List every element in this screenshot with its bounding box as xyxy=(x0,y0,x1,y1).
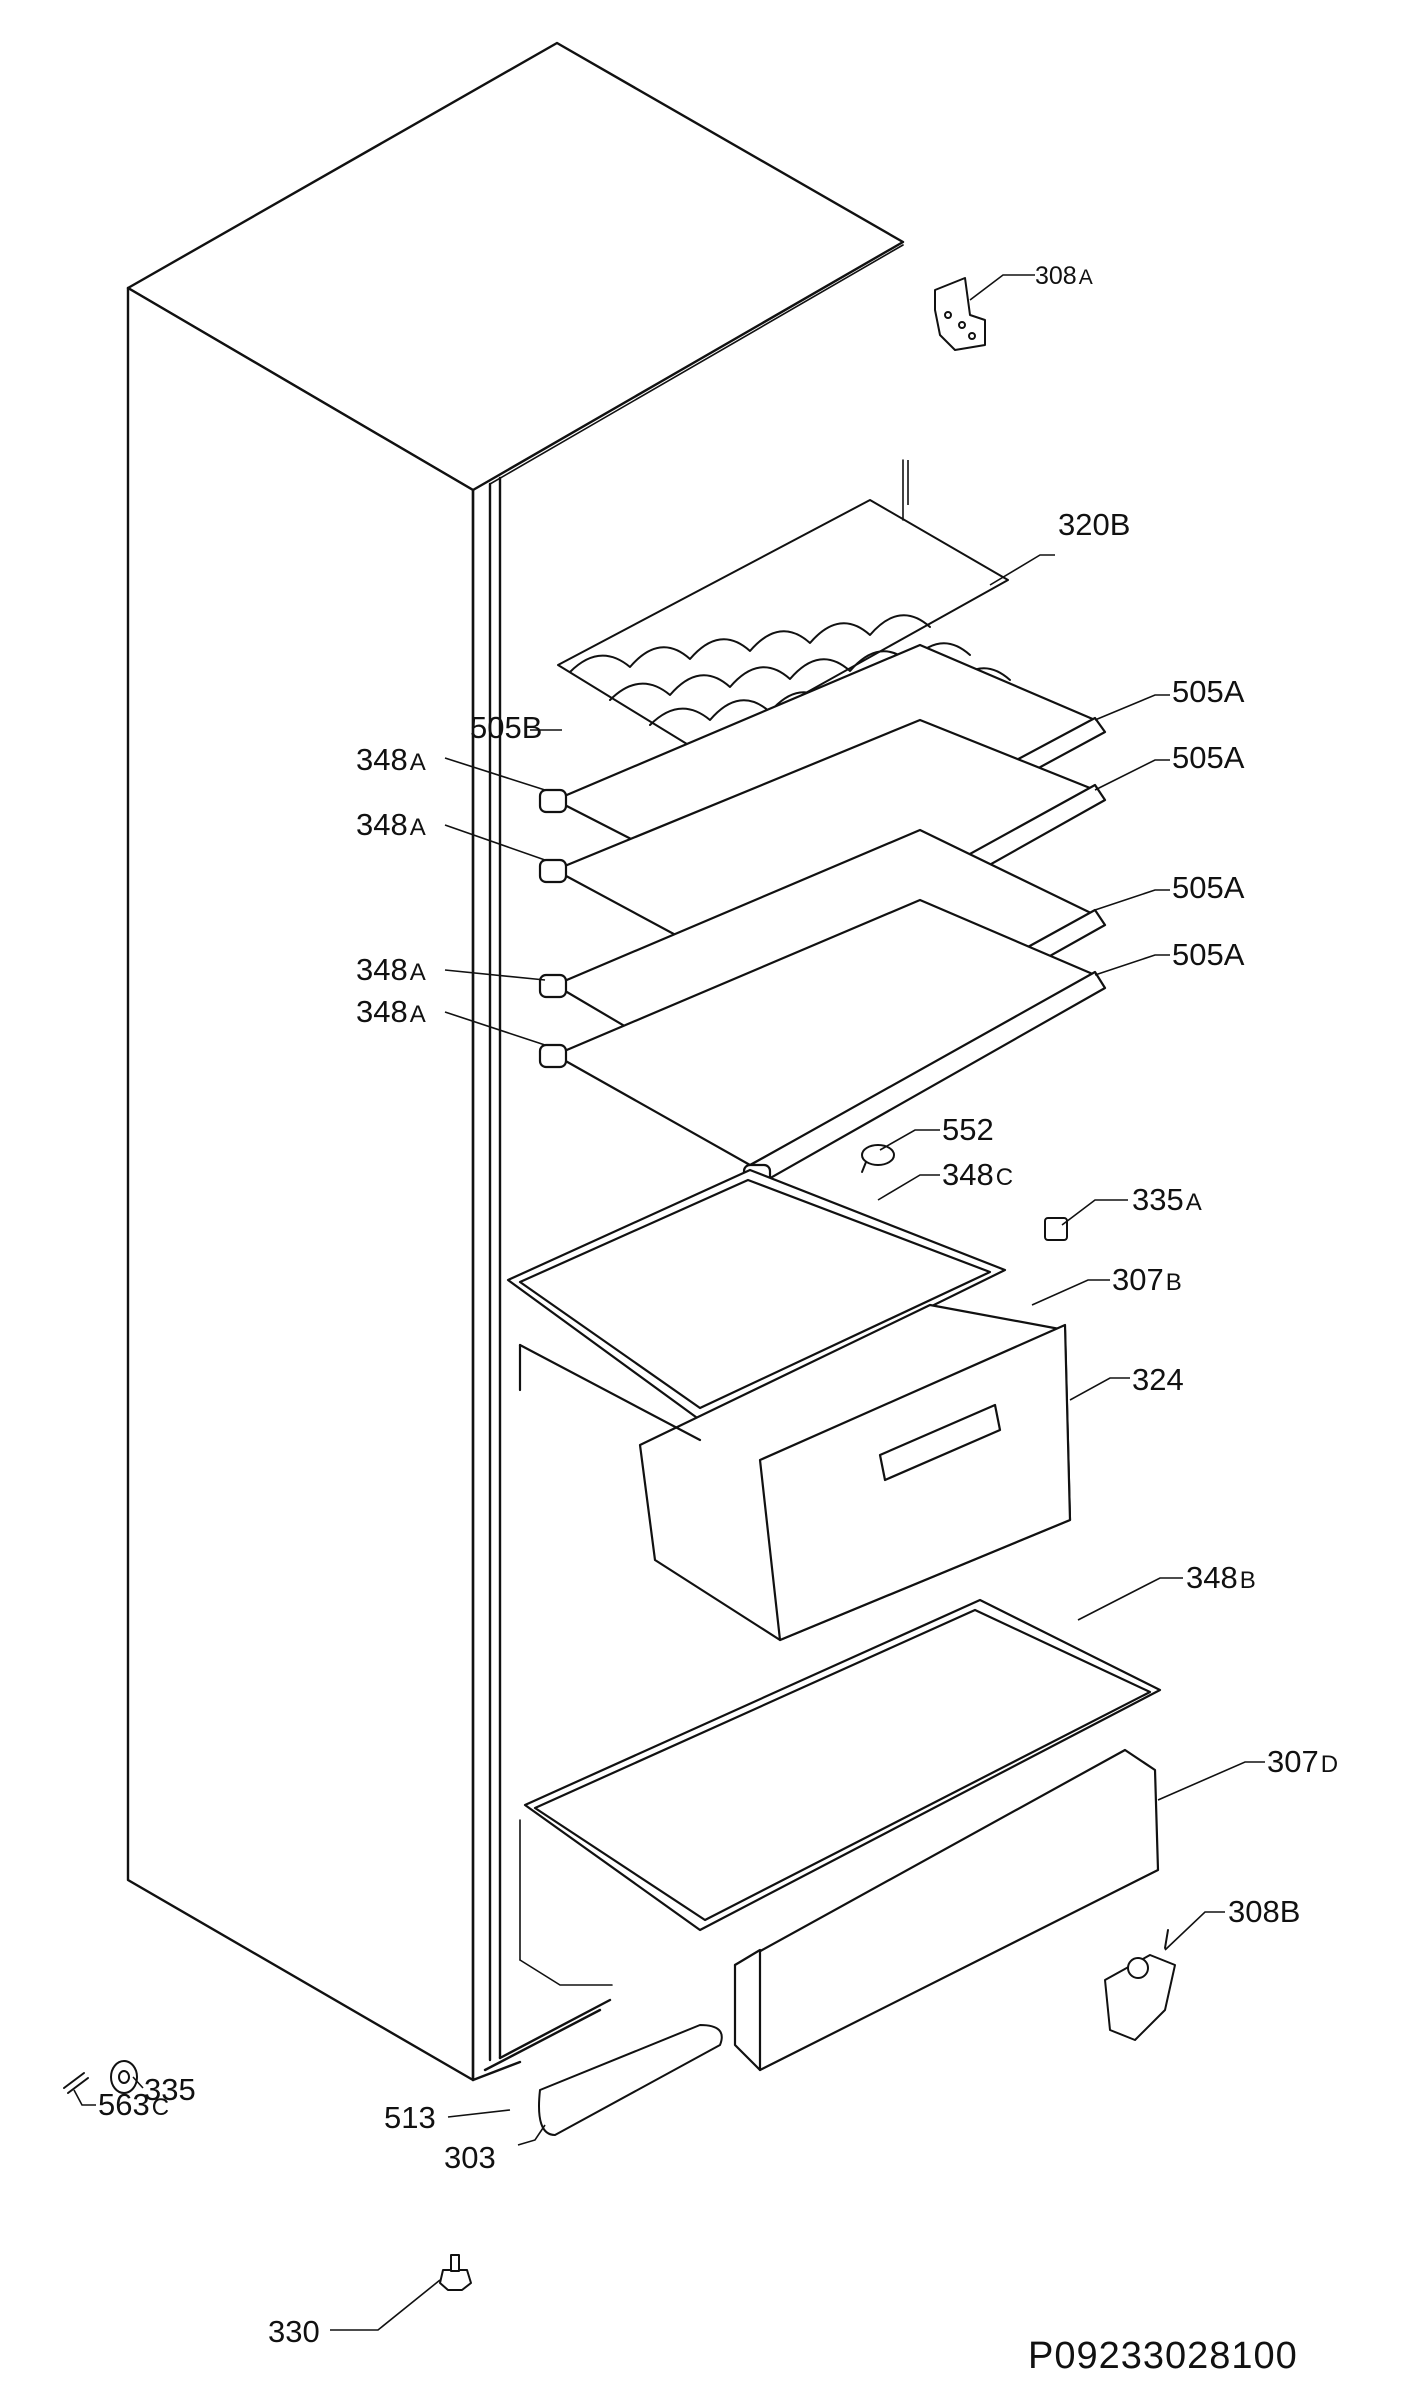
hinge-top xyxy=(934,277,986,351)
callout-348a-4: 348A xyxy=(356,994,426,1029)
hinge-bottom xyxy=(1104,1929,1176,2041)
callout-324: 324 xyxy=(1132,1362,1184,1397)
pin-563c xyxy=(63,2072,89,2094)
roller-335 xyxy=(110,2060,138,2094)
callout-348a-1: 348A xyxy=(356,742,426,777)
callout-335a: 335A xyxy=(1132,1182,1202,1217)
callout-505b: 505B xyxy=(470,710,542,745)
clip-335a xyxy=(1044,1217,1068,1241)
callout-563c: 563C xyxy=(98,2087,169,2122)
callout-labels: 308A 320B 505B 505A 505A 505A 505A 348A … xyxy=(98,262,1338,2349)
callout-348c: 348C xyxy=(942,1157,1013,1192)
callout-348a-2: 348A xyxy=(356,807,426,842)
callout-307b: 307B xyxy=(1112,1262,1182,1297)
bottom-drawer xyxy=(733,1748,1160,2072)
callout-308b: 308B xyxy=(1228,1894,1300,1929)
cabinet xyxy=(126,41,905,2082)
leader-lines xyxy=(73,274,1265,2331)
callout-308a: 308A xyxy=(1035,262,1093,290)
callout-348b: 348B xyxy=(1186,1560,1256,1595)
callout-335: 335 xyxy=(144,2072,196,2107)
callout-505a-4: 505A xyxy=(1172,937,1245,972)
callout-505a-1: 505A xyxy=(1172,674,1245,709)
callout-505a-2: 505A xyxy=(1172,740,1245,775)
crisper-drawer xyxy=(518,1303,1072,1642)
foot-330 xyxy=(439,2254,472,2291)
callout-320b: 320B xyxy=(1058,507,1130,542)
callout-330: 330 xyxy=(268,2314,320,2349)
callout-307d: 307D xyxy=(1267,1744,1338,1779)
clip-552 xyxy=(861,1144,895,1173)
callout-513: 513 xyxy=(384,2100,436,2135)
callout-348a-3: 348A xyxy=(356,952,426,987)
callout-552: 552 xyxy=(942,1112,994,1147)
crisper-cover xyxy=(506,1168,1007,1422)
plinth-303 xyxy=(538,2024,723,2136)
cabinet-side xyxy=(126,286,475,2082)
document-number: P09233028100 xyxy=(1028,2335,1298,2377)
bottom-shelf xyxy=(523,1598,1162,1932)
glass-shelf-4 xyxy=(538,898,1107,1189)
callout-505a-3: 505A xyxy=(1172,870,1245,905)
callout-303: 303 xyxy=(444,2140,496,2175)
